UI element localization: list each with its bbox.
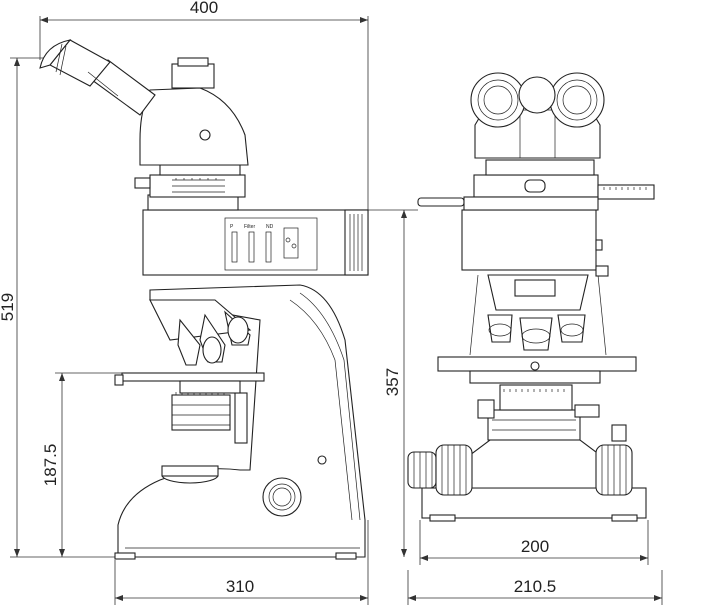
panel-label-p: P (230, 224, 234, 230)
panel-label-filter: Filter (244, 224, 255, 230)
dimension-front-base-outer: 210.5 (407, 570, 663, 605)
side-illuminator (142, 209, 369, 276)
side-view-microscope: P Filter ND (39, 39, 369, 560)
dimension-front-base-inner: 200 (419, 520, 649, 565)
dim-187-5-label: 187.5 (41, 444, 60, 487)
dimension-overall-width: 400 (39, 0, 369, 210)
front-eyepiece-left (470, 72, 526, 128)
front-eyepiece-right (549, 72, 605, 128)
panel-label-nd: ND (266, 224, 274, 230)
dimension-stage-height: 187.5 (41, 372, 125, 557)
dim-357-label: 357 (383, 368, 402, 396)
dim-200-label: 200 (521, 537, 549, 556)
dimension-front-height: 357 (368, 209, 418, 557)
focus-knob (262, 477, 302, 517)
side-base-arm (117, 284, 366, 558)
front-view-microscope (407, 72, 655, 522)
dim-519-label: 519 (0, 293, 17, 321)
dimension-overall-height: 519 (0, 57, 120, 558)
side-nosepiece (149, 299, 252, 341)
side-stage (121, 372, 265, 382)
side-trinocular-head (139, 87, 249, 166)
side-camera-port (171, 63, 215, 89)
dim-210-5-label: 210.5 (514, 577, 557, 596)
dimension-base-depth: 310 (114, 520, 369, 605)
dim-310-label: 310 (226, 577, 254, 596)
dim-400-label: 400 (190, 0, 218, 17)
front-illuminator (461, 209, 597, 271)
